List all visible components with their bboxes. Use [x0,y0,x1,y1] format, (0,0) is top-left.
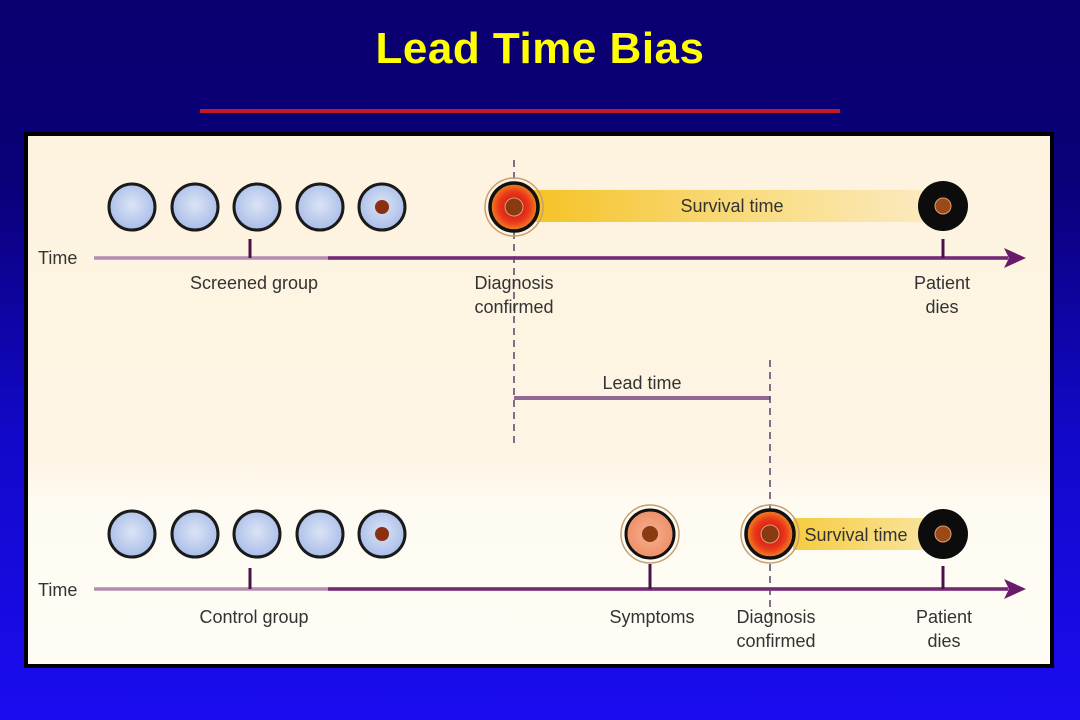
healthy-cell-icon [107,509,157,559]
symptomatic-cell-icon [620,504,680,564]
diagram-canvas: Survival time Time Sc [38,160,1026,651]
control-death-label-line1: Patient [916,607,972,627]
screened-diagnosis-label-line2: confirmed [474,297,553,317]
control-time-axis-label: Time [38,580,77,600]
lead-time-diagram-panel: Survival time Time Sc [24,132,1054,668]
death-icon [918,181,968,231]
screened-death-label-line1: Patient [914,273,970,293]
diagnosed-cell-icon [484,177,544,237]
healthy-cell-icon [170,182,220,232]
control-group-label: Control group [199,607,308,627]
slide-title: Lead Time Bias [375,24,705,73]
screened-survival-label: Survival time [680,196,783,216]
healthy-cell-icon [232,509,282,559]
diagnosed-cell-icon [740,504,800,564]
control-diagnosis-label-line2: confirmed [736,631,815,651]
symptoms-label: Symptoms [609,607,694,627]
control-diagnosis-label-line1: Diagnosis [736,607,815,627]
title-underline [200,109,840,113]
screened-diagnosis-label-line1: Diagnosis [474,273,553,293]
control-survival-label: Survival time [804,525,907,545]
control-axis-arrow-icon [1004,579,1026,599]
screened-time-axis-label: Time [38,248,77,268]
healthy-cell-icon [232,182,282,232]
early-tumor-cell-icon [357,182,407,232]
early-tumor-cell-icon [357,509,407,559]
healthy-cell-icon [295,509,345,559]
control-death-label-line2: dies [927,631,960,651]
screened-death-label-line2: dies [925,297,958,317]
death-icon [918,509,968,559]
screened-survival-bar [518,190,943,222]
screened-group-label: Screened group [190,273,318,293]
healthy-cell-icon [295,182,345,232]
healthy-cell-icon [170,509,220,559]
lead-time-label: Lead time [602,373,681,393]
healthy-cell-icon [107,182,157,232]
screened-axis-arrow-icon [1004,248,1026,268]
